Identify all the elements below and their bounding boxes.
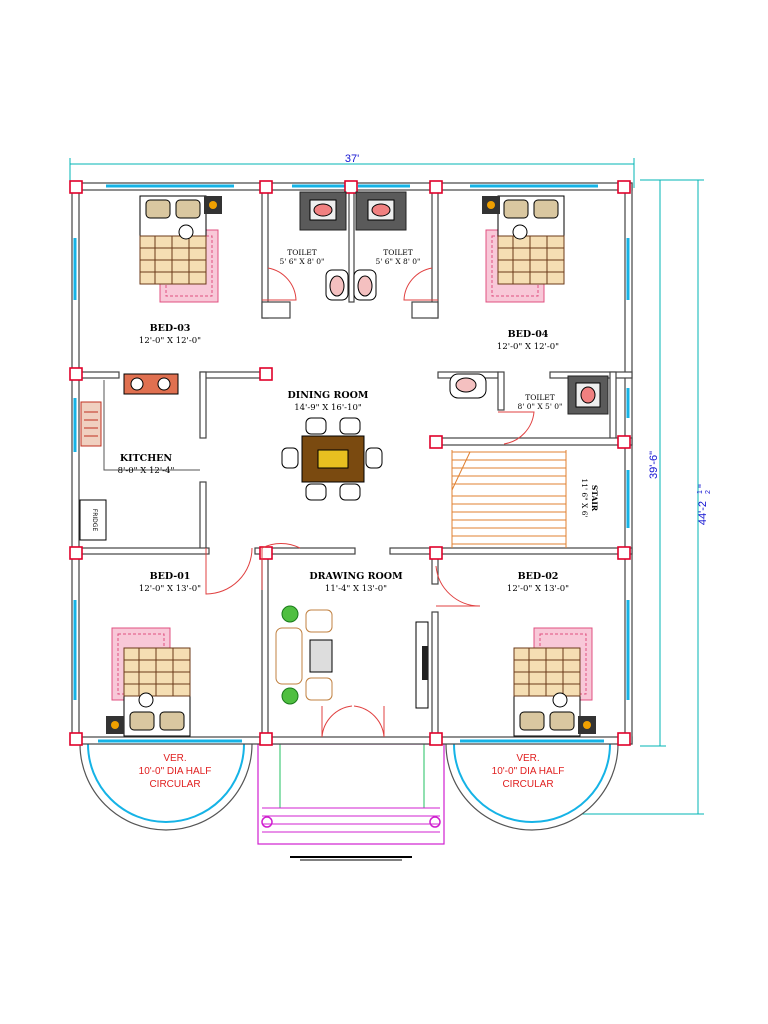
bed-03-furniture bbox=[139, 195, 222, 303]
porch bbox=[257, 743, 445, 845]
columns bbox=[69, 180, 631, 746]
verandah-right-line2: 10'-0" DIA HALF bbox=[492, 766, 565, 777]
bed-03-name: BED-03 bbox=[150, 323, 191, 334]
stair-size: 11' 6" X 6' bbox=[580, 478, 589, 517]
kitchen-name: KITCHEN bbox=[120, 453, 173, 464]
verandah-right-label: VER. 10'-0" DIA HALF CIRCULAR bbox=[492, 753, 565, 790]
toilet-right-fixtures bbox=[449, 373, 609, 415]
staircase bbox=[451, 450, 567, 548]
kitchen-furniture bbox=[79, 373, 200, 541]
dining-room-name: DINING ROOM bbox=[288, 390, 369, 401]
dimension-lines bbox=[69, 158, 704, 815]
interior-walls bbox=[78, 189, 633, 738]
dining-table bbox=[281, 417, 383, 501]
verandah-left-line2: 10'-0" DIA HALF bbox=[139, 766, 212, 777]
drawing-room-name: DRAWING ROOM bbox=[309, 571, 403, 582]
drawing-room-furniture bbox=[275, 605, 429, 709]
entry-marker bbox=[290, 856, 412, 861]
outer-height-dimension-label: 44'-2 1 2 " bbox=[697, 484, 712, 525]
verandah-left-line3: CIRCULAR bbox=[149, 779, 200, 790]
outer-height-main: 44'-2 bbox=[697, 501, 709, 525]
room-labels: BED-03 12'-0" X 12'-0" BED-04 12'-0" X 1… bbox=[118, 248, 570, 594]
verandah-right-rail bbox=[453, 743, 611, 823]
verandah-left-line1: VER. bbox=[163, 753, 186, 764]
bed-03-size: 12'-0" X 12'-0" bbox=[139, 336, 201, 346]
drawing-room-size: 11'-4" X 13'-0" bbox=[325, 584, 387, 594]
bed-01-name: BED-01 bbox=[150, 571, 191, 582]
toilet-left-size: 5' 6" X 8' 0" bbox=[280, 257, 325, 266]
fridge-label: FRIDGE bbox=[91, 509, 98, 532]
outer-height-frac-den: 2 bbox=[705, 490, 712, 494]
bed-02-size: 12'-0" X 13'-0" bbox=[507, 584, 569, 594]
porch-pillar-right bbox=[429, 816, 441, 828]
verandah-right-line3: CIRCULAR bbox=[502, 779, 553, 790]
outer-height-suffix: " bbox=[697, 484, 709, 488]
porch-pillar-left bbox=[261, 816, 273, 828]
bed-04-size: 12'-0" X 12'-0" bbox=[497, 342, 559, 352]
toilet-mid-size: 5' 6" X 8' 0" bbox=[376, 257, 421, 266]
outer-height-frac-num: 1 bbox=[697, 490, 704, 494]
verandah-right-line1: VER. bbox=[516, 753, 539, 764]
bed-02-name: BED-02 bbox=[518, 571, 559, 582]
bed-04-furniture bbox=[482, 195, 565, 303]
bed-01-furniture bbox=[106, 627, 191, 737]
bed-04-name: BED-04 bbox=[508, 329, 549, 340]
verandah-left-label: VER. 10'-0" DIA HALF CIRCULAR bbox=[139, 753, 212, 790]
kitchen-size: 8'-0" X 12'-4" bbox=[118, 466, 175, 476]
toilet-mid-name: TOILET bbox=[383, 248, 413, 257]
verandah-left-rail bbox=[87, 743, 245, 823]
toilet-mid-fixtures bbox=[353, 191, 407, 301]
stair-name: STAIR bbox=[590, 485, 599, 512]
toilet-right-name: TOILET bbox=[525, 393, 555, 402]
width-dimension-label: 37' bbox=[345, 153, 359, 165]
inner-height-dimension-label: 39'-6" bbox=[648, 451, 660, 479]
bed-01-size: 12'-0" X 13'-0" bbox=[139, 584, 201, 594]
toilet-right-size: 8' 0" X 5' 0" bbox=[518, 402, 563, 411]
dining-room-size: 14'-9" X 16'-10" bbox=[294, 403, 362, 413]
doors bbox=[205, 267, 535, 738]
stair-label: STAIR 11' 6" X 6' bbox=[580, 478, 599, 517]
toilet-left-name: TOILET bbox=[287, 248, 317, 257]
windows bbox=[73, 184, 630, 743]
toilet-left-fixtures bbox=[299, 191, 349, 301]
bed-02-furniture bbox=[513, 627, 596, 737]
